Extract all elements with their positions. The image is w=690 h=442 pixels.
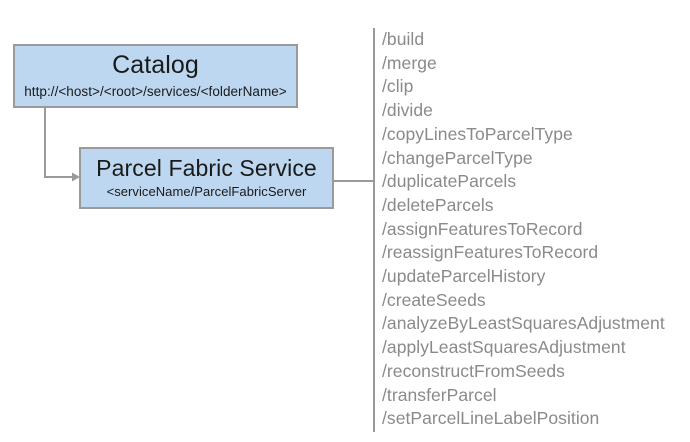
operation-item[interactable]: /applyLeastSquaresAdjustment	[382, 337, 626, 358]
node-catalog-url: http://<host>/<root>/services/<folderNam…	[24, 84, 287, 99]
operation-item[interactable]: /build	[382, 29, 425, 49]
operation-item[interactable]: /changeParcelType	[382, 147, 533, 168]
operation-item[interactable]: /divide	[382, 100, 433, 121]
node-parcel-fabric-service[interactable]: Parcel Fabric Service <serviceName/Parce…	[79, 147, 334, 209]
node-parcel-fabric-service-title: Parcel Fabric Service	[96, 154, 317, 181]
operation-item[interactable]: /updateParcelHistory	[382, 266, 546, 287]
operation-item[interactable]: /deleteParcels	[382, 194, 494, 215]
operation-item[interactable]: /merge	[382, 52, 437, 73]
operation-item[interactable]: /setParcelLineLabelPosition	[382, 408, 600, 429]
operation-item[interactable]: /reconstructFromSeeds	[382, 360, 565, 381]
operation-item[interactable]: /transferParcel	[382, 384, 497, 405]
operation-item[interactable]: /createSeeds	[382, 289, 486, 310]
operation-item[interactable]: /copyLinesToParcelType	[382, 123, 573, 144]
operation-item[interactable]: /duplicateParcels	[382, 171, 517, 192]
operation-item[interactable]: /analyzeByLeastSquaresAdjustment	[382, 313, 665, 334]
operation-item[interactable]: /clip	[382, 76, 414, 97]
operation-item[interactable]: /assignFeaturesToRecord	[382, 218, 583, 239]
node-parcel-fabric-service-path: <serviceName/ParcelFabricServer	[106, 184, 307, 200]
node-catalog-title: Catalog	[112, 51, 199, 79]
connector-catalog-to-service	[44, 108, 72, 178]
operations-list: /build /merge /clip /divide /copyLinesTo…	[373, 28, 665, 432]
node-catalog[interactable]: Catalog http://<host>/<root>/services/<f…	[13, 44, 298, 108]
operation-item[interactable]: /reassignFeaturesToRecord	[382, 242, 599, 263]
